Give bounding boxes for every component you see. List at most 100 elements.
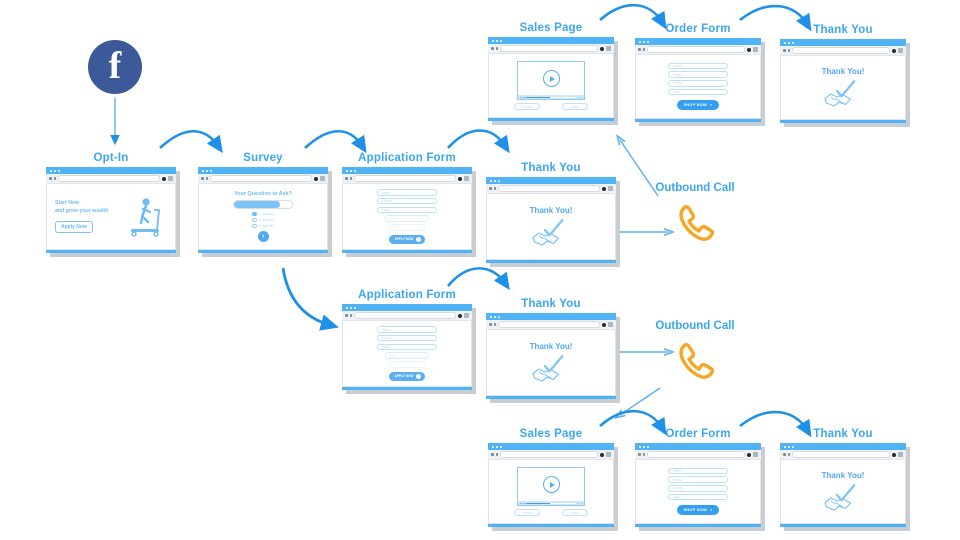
forward-icon[interactable] xyxy=(495,47,498,50)
hamburger-menu-icon[interactable] xyxy=(606,46,611,51)
next-button[interactable]: Next › xyxy=(562,103,588,110)
shop-now-button[interactable]: SHOP NOW » xyxy=(676,100,720,111)
fullscreen-icon[interactable] xyxy=(580,502,582,504)
gear-icon[interactable] xyxy=(747,452,751,457)
hamburger-menu-icon[interactable] xyxy=(606,452,611,457)
apply-now-submit-button[interactable]: APPLY NOW › xyxy=(388,371,426,381)
hamburger-menu-icon[interactable] xyxy=(168,176,173,181)
back-icon[interactable] xyxy=(491,453,494,456)
order-field-card[interactable]: card xyxy=(668,88,728,96)
back-icon[interactable] xyxy=(345,177,348,180)
gear-icon[interactable] xyxy=(747,47,751,52)
address-bar[interactable] xyxy=(354,175,456,182)
form-field-email[interactable]: email xyxy=(377,343,437,351)
gear-icon[interactable] xyxy=(892,452,896,457)
form-field-name[interactable]: name xyxy=(377,326,437,333)
address-bar[interactable] xyxy=(58,175,160,182)
gear-icon[interactable] xyxy=(602,186,606,191)
hamburger-menu-icon[interactable] xyxy=(753,452,758,457)
order-field-phone[interactable]: phone xyxy=(668,80,728,87)
video-controls[interactable] xyxy=(518,501,584,506)
gear-icon[interactable] xyxy=(162,176,166,181)
address-bar[interactable] xyxy=(354,312,456,319)
forward-icon[interactable] xyxy=(493,187,496,190)
node-call1[interactable]: Outbound Call xyxy=(640,182,750,250)
node-survey[interactable]: Survey Your Question to Ask? xyxy=(198,152,332,257)
form-field-phone[interactable]: phone xyxy=(377,197,437,205)
back-icon[interactable] xyxy=(489,187,492,190)
hamburger-menu-icon[interactable] xyxy=(753,47,758,52)
node-thankyou2[interactable]: Thank You Thank You! xyxy=(780,24,910,127)
form-field-email[interactable]: email xyxy=(377,206,437,214)
gear-icon[interactable] xyxy=(458,176,462,181)
back-icon[interactable] xyxy=(783,49,786,52)
forward-icon[interactable] xyxy=(53,177,56,180)
address-bar[interactable] xyxy=(210,175,312,182)
node-salespage1[interactable]: Sales Page xyxy=(488,22,618,125)
radio-icon[interactable] xyxy=(252,211,257,217)
forward-icon[interactable] xyxy=(205,177,208,180)
back-icon[interactable] xyxy=(345,314,348,317)
back-icon[interactable] xyxy=(201,177,204,180)
back-icon[interactable] xyxy=(489,323,492,326)
order-field-phone[interactable]: phone xyxy=(668,485,728,492)
gear-icon[interactable] xyxy=(600,452,604,457)
address-bar[interactable] xyxy=(647,46,745,53)
back-icon[interactable] xyxy=(491,47,494,50)
forward-icon[interactable] xyxy=(642,48,645,51)
hamburger-menu-icon[interactable] xyxy=(898,48,903,53)
order-field-email[interactable]: email xyxy=(668,71,728,78)
node-appform2[interactable]: Application Form name phone email xyxy=(342,289,476,394)
node-thankyou1[interactable]: Thank You Thank You! xyxy=(486,162,620,267)
order-field-name[interactable]: name xyxy=(668,62,728,70)
previous-button[interactable]: ‹ Previous xyxy=(514,509,540,516)
back-icon[interactable] xyxy=(638,48,641,51)
play-button-icon[interactable] xyxy=(542,70,560,88)
fullscreen-icon[interactable] xyxy=(580,96,582,98)
forward-icon[interactable] xyxy=(493,323,496,326)
pause-icon[interactable] xyxy=(523,96,525,98)
back-icon[interactable] xyxy=(783,453,786,456)
forward-icon[interactable] xyxy=(495,453,498,456)
radio-icon[interactable] xyxy=(252,217,257,223)
gear-icon[interactable] xyxy=(314,176,318,181)
form-field-name[interactable]: name xyxy=(377,189,437,196)
form-field-extra-2[interactable]: rev xyxy=(388,224,426,231)
node-orderform2[interactable]: Order Form name email phone xyxy=(635,428,765,531)
hamburger-menu-icon[interactable] xyxy=(320,176,325,181)
back-icon[interactable] xyxy=(49,177,52,180)
form-field-extra-2[interactable]: rev xyxy=(388,361,426,368)
volume-icon[interactable] xyxy=(577,96,579,98)
order-field-card[interactable]: card xyxy=(668,493,728,501)
form-field-phone[interactable]: phone xyxy=(377,334,437,342)
pause-icon[interactable] xyxy=(523,502,525,504)
video-progress-track[interactable] xyxy=(526,96,576,98)
volume-icon[interactable] xyxy=(577,502,579,504)
address-bar[interactable] xyxy=(500,45,598,52)
radio-icon[interactable] xyxy=(252,223,257,229)
hamburger-menu-icon[interactable] xyxy=(464,313,469,318)
play-button-icon[interactable] xyxy=(542,476,560,494)
gear-icon[interactable] xyxy=(602,322,606,327)
order-field-name[interactable]: name xyxy=(668,467,728,475)
node-optin[interactable]: Opt-In Start Now xyxy=(46,152,180,257)
hamburger-menu-icon[interactable] xyxy=(608,186,613,191)
back-icon[interactable] xyxy=(638,453,641,456)
address-bar[interactable] xyxy=(498,321,600,328)
node-orderform1[interactable]: Order Form name email phone xyxy=(635,23,765,126)
hamburger-menu-icon[interactable] xyxy=(464,176,469,181)
form-field-extra-1[interactable]: prev xyxy=(385,215,429,222)
gear-icon[interactable] xyxy=(600,46,604,51)
survey-next-button[interactable]: › xyxy=(257,231,269,243)
order-field-email[interactable]: email xyxy=(668,476,728,483)
node-salespage2[interactable]: Sales Page xyxy=(488,428,618,531)
node-call2[interactable]: Outbound Call xyxy=(640,320,750,388)
survey-answer-option[interactable]: 1. Answer xyxy=(252,211,274,217)
next-button[interactable]: Next › xyxy=(562,509,588,516)
address-bar[interactable] xyxy=(792,47,890,54)
node-appform1[interactable]: Application Form name phone email xyxy=(342,152,476,257)
node-thankyou4[interactable]: Thank You Thank You! xyxy=(780,428,910,531)
video-controls[interactable] xyxy=(518,95,584,100)
form-field-extra-1[interactable]: prev xyxy=(385,352,429,359)
forward-icon[interactable] xyxy=(787,453,790,456)
